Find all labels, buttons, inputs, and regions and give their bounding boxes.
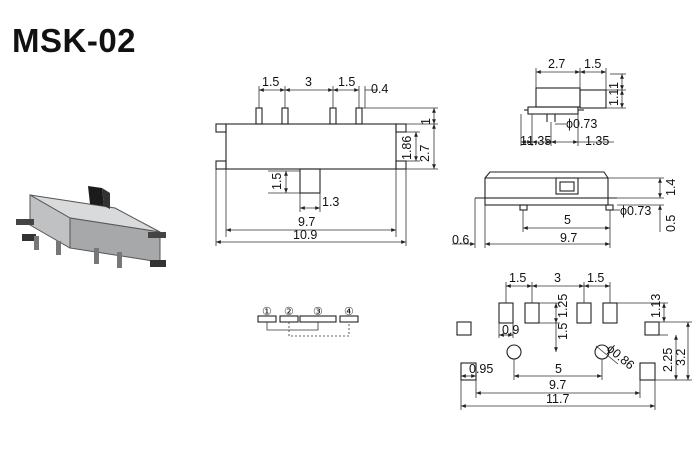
top-view: 1.4 0.5 ϕ0.73 5 9.7 0.6 <box>452 171 678 248</box>
dim-top-body-length: 9.7 <box>560 231 577 245</box>
switch-3d-illustration <box>16 186 166 268</box>
dim-fp-hole-spacing: 5 <box>555 362 562 376</box>
dim-top-height: 1.4 <box>664 179 678 196</box>
dim-fp-mount-height: 3.2 <box>674 349 688 366</box>
dim-actuator-height: 1.5 <box>270 173 284 190</box>
side-view: 2.7 1.5 1 1.1 ϕ0.73 1 1.35 1.35 <box>520 57 626 148</box>
dim-pin-pitch-left: 1.5 <box>262 75 279 89</box>
dim-body-height: 2.7 <box>418 145 432 162</box>
pin-label-4: ④ <box>344 306 354 318</box>
dim-top-foot: 0.5 <box>664 215 678 232</box>
dim-side-actuator-travel: 1.5 <box>584 57 601 71</box>
dim-pin-pitch-center: 3 <box>305 75 312 89</box>
dim-fp-pad-width: 0.9 <box>502 323 519 337</box>
part-title: MSK-02 <box>12 22 137 59</box>
front-view: 1.5 3 1.5 0.4 1 1.86 2.7 1.5 1.3 9.7 10.… <box>215 75 438 246</box>
dim-fp-overall-span: 11.7 <box>546 392 569 406</box>
dim-body-length: 9.7 <box>298 215 315 229</box>
dim-pin-height: 1 <box>419 118 433 125</box>
pin-label-3: ③ <box>313 306 323 318</box>
dim-fp-pitch-left: 1.5 <box>509 271 526 285</box>
pcb-footprint: 1.5 3 1.5 0.9 1.5 1.25 ϕ0.86 1.13 2.25 3… <box>456 271 692 410</box>
dim-side-pin-diameter: ϕ0.73 <box>566 117 597 131</box>
dim-fp-pad-top: 1.13 <box>649 294 663 318</box>
pin-label-1: ① <box>262 306 272 318</box>
dim-fp-inner-span: 9.7 <box>549 378 566 392</box>
dim-fp-mount-offset: 2.25 <box>661 348 675 372</box>
dim-top-pin-diameter: ϕ0.73 <box>620 204 651 218</box>
dim-side-foot: 1 <box>520 134 527 148</box>
dim-fp-pitch-center: 3 <box>554 271 561 285</box>
dim-fp-pad-offset: 1.25 <box>556 294 570 318</box>
pin-label-2: ② <box>284 306 294 318</box>
dim-side-body-depth: 2.7 <box>548 57 565 71</box>
pin-schematic: ① ② ③ ④ <box>257 306 359 337</box>
dim-side-pin-offset-right: 1.35 <box>585 134 609 148</box>
dim-actuator-width: 1.3 <box>322 195 339 209</box>
dim-body-height-inner: 1.86 <box>400 136 414 160</box>
dim-pin-width: 0.4 <box>371 82 388 96</box>
dim-pin-pitch-right: 1.5 <box>338 75 355 89</box>
dim-side-actuator-height: 1.1 <box>607 89 621 106</box>
dim-fp-pitch-right: 1.5 <box>587 271 604 285</box>
dim-top-foot-offset: 0.6 <box>452 233 469 247</box>
dim-side-top: 1 <box>607 82 621 89</box>
dim-overall-length: 10.9 <box>293 228 317 242</box>
dim-top-pin-spacing: 5 <box>564 213 571 227</box>
dim-fp-mount-pad-width: 0.95 <box>469 362 493 376</box>
dim-fp-pad-length: 1.5 <box>556 323 570 340</box>
dim-side-pin-offset: 1.35 <box>527 134 551 148</box>
